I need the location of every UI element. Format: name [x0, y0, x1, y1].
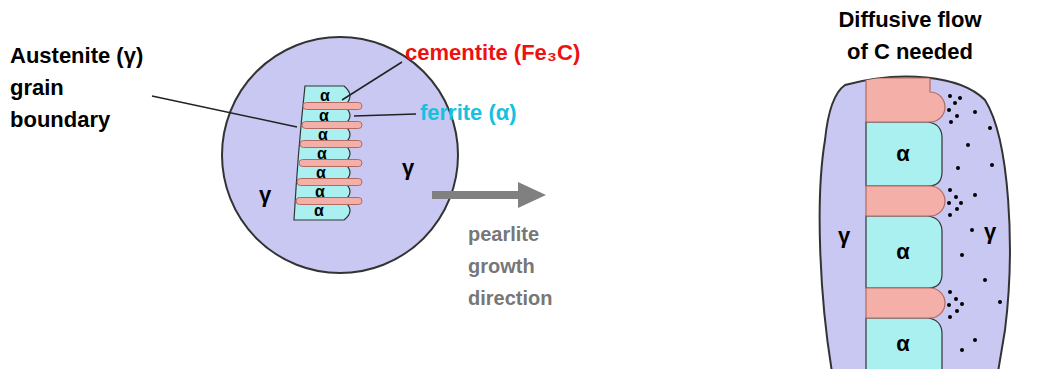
ferrite-symbol: α: [896, 241, 910, 263]
ferrite-symbol: α: [316, 165, 326, 181]
austenite-symbol: γ: [984, 221, 996, 243]
cementite-label: cementite (Fe₃C): [405, 40, 580, 66]
cementite-lamellae: [296, 103, 362, 205]
diffusion-note: Diffusive flow of C needed: [830, 4, 990, 68]
carbon-atoms: [947, 94, 1002, 352]
ferrite-symbol: α: [896, 333, 910, 355]
ferrite-symbol: α: [896, 143, 910, 165]
ferrite-symbol: α: [318, 127, 328, 143]
ferrite-symbol: α: [317, 146, 327, 162]
austenite-symbol: γ: [838, 225, 850, 247]
growth-arrow: [432, 182, 546, 208]
leader-lines: [152, 62, 416, 127]
colony-detail: [866, 78, 945, 369]
ferrite-symbol: α: [314, 203, 324, 219]
grain-boundary-label: Austenite (γ) grain boundary: [10, 40, 160, 136]
austenite-symbol: γ: [259, 184, 271, 206]
growth-direction-label: pearlite growth direction: [468, 218, 568, 314]
ferrite-label: ferrite (α): [420, 100, 517, 126]
ferrite-symbol: α: [315, 184, 325, 200]
austenite-symbol: γ: [402, 157, 414, 179]
ferrite-symbol: α: [320, 88, 330, 104]
ferrite-symbol: α: [319, 108, 329, 124]
austenite-grain: [222, 37, 458, 273]
